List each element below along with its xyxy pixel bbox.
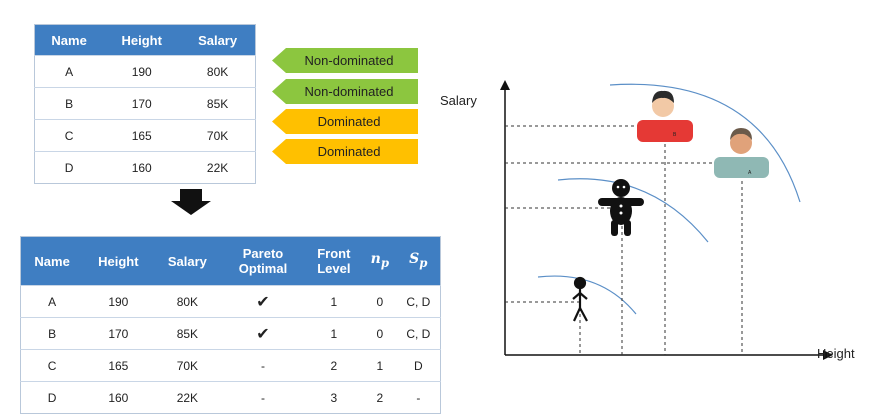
tag-dominated: Dominated (272, 109, 418, 134)
down-arrow-icon (171, 189, 211, 215)
front-curve-2 (557, 178, 709, 243)
cell: D (20, 381, 84, 414)
table-row: D 160 22K - 3 2 - (20, 381, 441, 414)
person-a-avatar: A (714, 128, 769, 178)
cell: - (221, 349, 305, 382)
cell: 0 (362, 285, 397, 318)
col-salary: Salary (153, 236, 222, 286)
sp-sub: p (419, 255, 428, 270)
cell: 190 (83, 285, 154, 318)
cell: 160 (83, 381, 154, 414)
front-curve-3 (537, 275, 637, 315)
guide-lines (505, 125, 743, 355)
table-header-row: Name Height Salary (34, 24, 256, 56)
table-header-row: Name Height Salary Pareto Optimal Front … (20, 236, 441, 286)
tag-non-dominated: Non-dominated (272, 48, 418, 73)
cell: 70K (180, 119, 256, 152)
cell: C, D (396, 317, 441, 350)
cell: 80K (153, 285, 222, 318)
cell: 80K (180, 55, 256, 88)
col-front-level: Front Level (304, 236, 363, 286)
front-curves (537, 83, 801, 315)
cell: C, D (396, 285, 441, 318)
cell: 170 (103, 87, 181, 120)
cell: 165 (83, 349, 154, 382)
cell: - (221, 381, 305, 414)
stick-figure-icon (572, 276, 588, 322)
table-row: A 190 80K ✔ 1 0 C, D (20, 285, 441, 318)
badge-b: B (673, 132, 677, 138)
cell: 0 (362, 317, 397, 350)
cell: 170 (83, 317, 154, 350)
cell: 2 (362, 381, 397, 414)
col-sp: Sp (396, 236, 441, 286)
cell: A (20, 285, 84, 318)
col-np: np (362, 236, 397, 286)
y-axis-label: Salary (440, 93, 477, 108)
col-name: Name (20, 236, 84, 286)
cell: 165 (103, 119, 181, 152)
x-axis-label: Height (817, 346, 855, 361)
pareto-line2: Optimal (238, 261, 288, 276)
cell: 85K (180, 87, 256, 120)
col-pareto-optimal: Pareto Optimal (221, 236, 305, 286)
cell: 160 (103, 151, 181, 184)
person-b-avatar: B (637, 90, 693, 142)
tag-dominated: Dominated (272, 139, 418, 164)
col-name: Name (34, 24, 104, 56)
cell: 22K (153, 381, 222, 414)
tag-non-dominated: Non-dominated (272, 79, 418, 104)
cell: C (20, 349, 84, 382)
cell: 1 (304, 285, 363, 318)
cell: B (20, 317, 84, 350)
pareto-front-plot: Salary Height B A (440, 80, 855, 361)
gingerbread-icon (598, 179, 644, 236)
table-row: D 160 22K (34, 151, 256, 184)
front-curve-1 (609, 83, 801, 203)
col-salary: Salary (180, 24, 256, 56)
cell: 190 (103, 55, 181, 88)
cell: A (34, 55, 104, 88)
cell: B (34, 87, 104, 120)
cell: C (34, 119, 104, 152)
cell: 85K (153, 317, 222, 350)
front-line1: Front (317, 246, 351, 261)
table-row: B 170 85K (34, 87, 256, 120)
front-line2: Level (317, 261, 351, 276)
cell: 3 (304, 381, 363, 414)
bottom-table: Name Height Salary Pareto Optimal Front … (20, 236, 441, 414)
cell: 70K (153, 349, 222, 382)
np-sub: p (380, 255, 389, 270)
checkmark-icon: ✔ (221, 285, 305, 318)
col-height: Height (83, 236, 154, 286)
top-table: Name Height Salary A 190 80K B 170 85K C… (34, 24, 256, 184)
cell: D (396, 349, 441, 382)
np-base: n (370, 250, 381, 267)
pareto-line1: Pareto (242, 246, 284, 261)
cell: - (396, 381, 441, 414)
table-row: C 165 70K - 2 1 D (20, 349, 441, 382)
checkmark-icon: ✔ (221, 317, 305, 350)
table-row: A 190 80K (34, 55, 256, 88)
badge-a: A (748, 170, 752, 176)
table-row: B 170 85K ✔ 1 0 C, D (20, 317, 441, 350)
col-height: Height (103, 24, 181, 56)
table-row: C 165 70K (34, 119, 256, 152)
cell: 1 (304, 317, 363, 350)
sp-base: S (409, 250, 420, 267)
cell: 22K (180, 151, 256, 184)
cell: 2 (304, 349, 363, 382)
cell: D (34, 151, 104, 184)
cell: 1 (362, 349, 397, 382)
